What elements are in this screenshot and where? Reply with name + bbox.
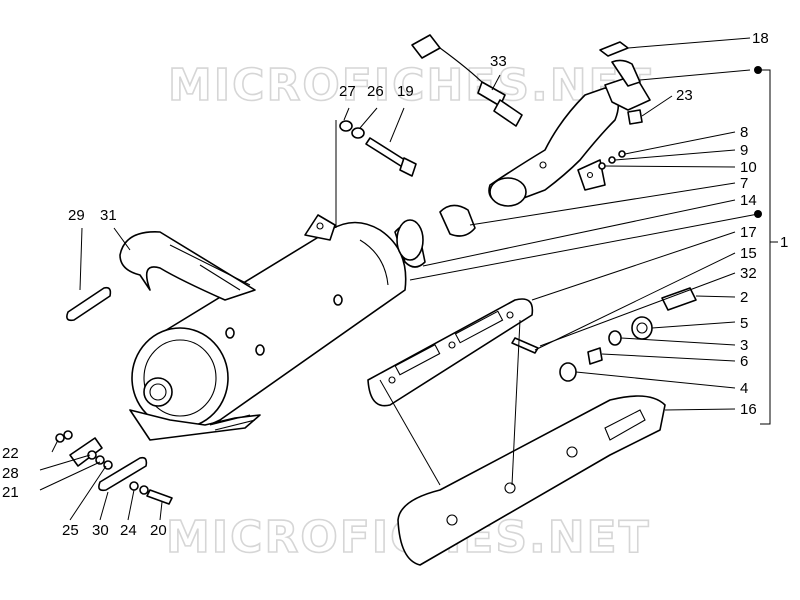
parts-2-6 bbox=[559, 287, 697, 382]
callout-19: 19 bbox=[397, 83, 414, 100]
hardware-lower-left bbox=[55, 430, 173, 505]
cover-16 bbox=[397, 395, 666, 566]
callout-23: 23 bbox=[676, 87, 693, 104]
muffler-body bbox=[129, 214, 407, 441]
screw-32 bbox=[511, 337, 539, 354]
callout-26: 26 bbox=[367, 83, 384, 100]
callout-6: 6 bbox=[740, 353, 748, 370]
bolt-19 bbox=[339, 120, 417, 177]
callout-28: 28 bbox=[2, 465, 19, 482]
callout-5: 5 bbox=[740, 315, 748, 332]
callout-22: 22 bbox=[2, 445, 19, 462]
watermark-top: MICROFICHES.NET bbox=[168, 60, 653, 111]
callout-29: 29 bbox=[68, 207, 85, 224]
leader-lines bbox=[39, 37, 759, 521]
heat-shield-rear bbox=[119, 231, 256, 301]
callout-25: 25 bbox=[62, 522, 79, 539]
callout-33: 33 bbox=[490, 53, 507, 70]
callout-4: 4 bbox=[740, 380, 748, 397]
callout-20: 20 bbox=[150, 522, 167, 539]
callout-27: 27 bbox=[339, 83, 356, 100]
callout-32: 32 bbox=[740, 265, 757, 282]
callout-7: 7 bbox=[740, 175, 748, 192]
callout-30: 30 bbox=[92, 522, 109, 539]
callout-17: 17 bbox=[740, 224, 757, 241]
callout-1: 1 bbox=[780, 234, 788, 251]
callout-labels: 1 2 3 4 5 6 7 8 9 10 14 15 16 17 18 19 2… bbox=[2, 30, 788, 539]
callout-9: 9 bbox=[740, 142, 748, 159]
callout-14: 14 bbox=[740, 192, 757, 209]
lambda-sensor-33 bbox=[411, 34, 523, 127]
nut-23 bbox=[627, 109, 643, 125]
callout-21: 21 bbox=[2, 484, 19, 501]
callout-31: 31 bbox=[100, 207, 117, 224]
callout-bracket-1 bbox=[754, 66, 778, 425]
callout-10: 10 bbox=[740, 159, 757, 176]
callout-15: 15 bbox=[740, 245, 757, 262]
callout-24: 24 bbox=[120, 522, 137, 539]
heat-shield-15 bbox=[367, 298, 534, 407]
callout-8: 8 bbox=[740, 124, 748, 141]
rod-29 bbox=[66, 286, 112, 322]
pipe-collar bbox=[394, 204, 476, 268]
callout-18: 18 bbox=[752, 30, 769, 47]
callout-3: 3 bbox=[740, 337, 748, 354]
exhaust-pipe bbox=[488, 59, 651, 207]
callout-2: 2 bbox=[740, 289, 748, 306]
gasket-18 bbox=[599, 41, 629, 57]
callout-16: 16 bbox=[740, 401, 757, 418]
